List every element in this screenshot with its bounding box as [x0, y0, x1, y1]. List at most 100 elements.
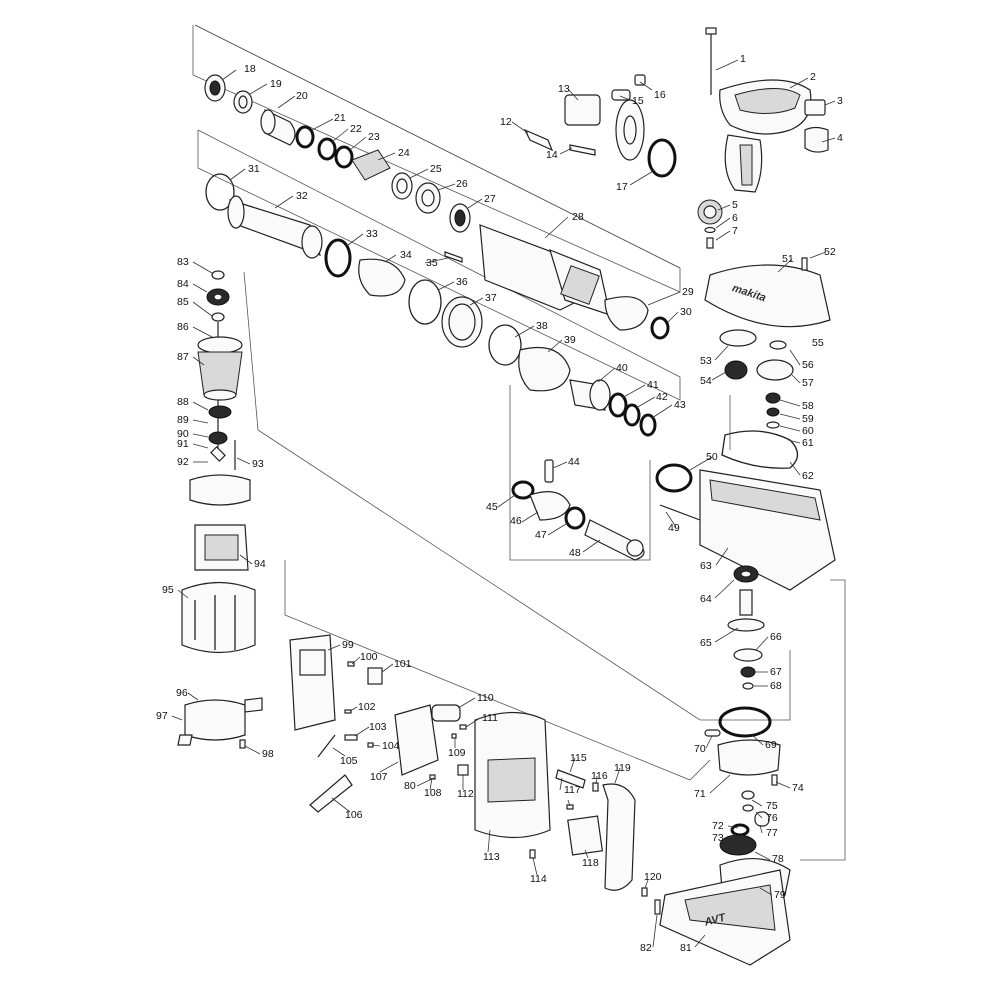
leader-lines	[171, 59, 836, 948]
part-callout-86: 86	[177, 321, 189, 333]
part-callout-97: 97	[156, 710, 168, 722]
part-callout-46: 46	[510, 515, 522, 527]
part-callout-107: 107	[370, 771, 388, 783]
part-callout-65: 65	[700, 637, 712, 649]
part-callout-4: 4	[837, 132, 843, 144]
part-callout-39: 39	[564, 334, 576, 346]
part-callout-43: 43	[674, 399, 686, 411]
part-callout-37: 37	[485, 292, 497, 304]
part-callout-15: 15	[632, 95, 644, 107]
part-callout-68: 68	[770, 680, 782, 692]
part-callout-109: 109	[448, 747, 466, 759]
part-callout-94: 94	[254, 558, 266, 570]
part-callout-112: 112	[457, 788, 474, 800]
part-callout-89: 89	[177, 414, 189, 426]
part-callout-105: 105	[340, 755, 358, 767]
part-callout-85: 85	[177, 296, 189, 308]
handle-assembly	[697, 27, 829, 249]
part-callout-79: 79	[774, 889, 786, 901]
part-callout-110: 110	[477, 692, 494, 704]
part-callout-66: 66	[770, 631, 782, 643]
part-callout-51: 51	[782, 253, 794, 265]
part-callout-48: 48	[569, 547, 581, 559]
part-callout-119: 119	[614, 762, 631, 774]
gearbox-column: makita AVT	[654, 257, 836, 966]
part-callout-73: 73	[712, 832, 724, 844]
part-callout-56: 56	[802, 359, 814, 371]
part-callout-102: 102	[358, 701, 376, 713]
part-callout-32: 32	[296, 190, 308, 202]
part-callout-92: 92	[177, 456, 189, 468]
part-callout-30: 30	[680, 306, 692, 318]
part-callout-75: 75	[766, 800, 778, 812]
part-callout-5: 5	[732, 199, 738, 211]
part-callout-33: 33	[366, 228, 378, 240]
part-callout-61: 61	[802, 437, 814, 449]
part-callout-100: 100	[360, 651, 378, 663]
part-callout-18: 18	[244, 63, 256, 75]
part-callout-35: 35	[426, 257, 438, 269]
part-callout-120: 120	[644, 871, 662, 883]
part-callout-91: 91	[177, 438, 189, 450]
part-callout-3: 3	[837, 95, 843, 107]
part-callout-6: 6	[732, 212, 738, 224]
part-callout-63: 63	[700, 560, 712, 572]
part-callout-104: 104	[382, 740, 400, 752]
part-callout-83: 83	[177, 256, 189, 268]
part-callout-96: 96	[176, 687, 188, 699]
part-callout-16: 16	[654, 89, 666, 101]
part-callout-34: 34	[400, 249, 412, 261]
part-callout-80: 80	[404, 780, 416, 792]
part-callout-116: 116	[591, 770, 608, 782]
part-callout-20: 20	[296, 90, 308, 102]
part-callout-55: 55	[812, 337, 824, 349]
part-callout-64: 64	[700, 593, 712, 605]
part-callout-90: 90	[177, 428, 189, 440]
part-callout-22: 22	[350, 123, 362, 135]
part-callout-53: 53	[700, 355, 712, 367]
part-callout-78: 78	[772, 853, 784, 865]
part-callout-23: 23	[368, 131, 380, 143]
part-callout-7: 7	[732, 225, 738, 237]
part-callout-101: 101	[394, 658, 412, 670]
part-callout-87: 87	[177, 351, 189, 363]
part-callout-27: 27	[484, 193, 496, 205]
part-callout-62: 62	[802, 470, 814, 482]
part-callout-114: 114	[530, 873, 547, 885]
part-callout-36: 36	[456, 276, 468, 288]
part-callout-103: 103	[369, 721, 387, 733]
part-callout-40: 40	[616, 362, 628, 374]
part-callout-117: 117	[564, 784, 581, 796]
part-callout-49: 49	[668, 522, 680, 534]
electrical-assembly	[177, 634, 648, 897]
part-callout-71: 71	[694, 788, 706, 800]
part-callout-98: 98	[262, 748, 274, 760]
part-callout-41: 41	[647, 379, 659, 391]
part-callout-72: 72	[712, 820, 724, 832]
part-callout-1: 1	[740, 53, 746, 65]
part-callout-38: 38	[536, 320, 548, 332]
part-callout-50: 50	[706, 451, 718, 463]
part-callout-115: 115	[570, 752, 587, 764]
part-callout-59: 59	[802, 413, 814, 425]
part-callout-29: 29	[682, 286, 694, 298]
part-callout-47: 47	[535, 529, 547, 541]
middle-barrel-row	[205, 173, 657, 437]
part-callout-14: 14	[546, 149, 558, 161]
part-callout-13: 13	[558, 83, 570, 95]
part-callout-74: 74	[792, 782, 804, 794]
part-callout-45: 45	[486, 501, 498, 513]
part-callout-82: 82	[640, 942, 652, 954]
part-callout-19: 19	[270, 78, 282, 90]
part-callout-88: 88	[177, 396, 189, 408]
part-callout-21: 21	[334, 112, 346, 124]
upper-barrel-row	[204, 74, 677, 340]
part-callout-57: 57	[802, 377, 814, 389]
part-callout-67: 67	[770, 666, 782, 678]
armature-column	[181, 270, 256, 654]
pivot-assembly	[511, 459, 645, 561]
part-callout-25: 25	[430, 163, 442, 175]
part-callout-58: 58	[802, 400, 814, 412]
